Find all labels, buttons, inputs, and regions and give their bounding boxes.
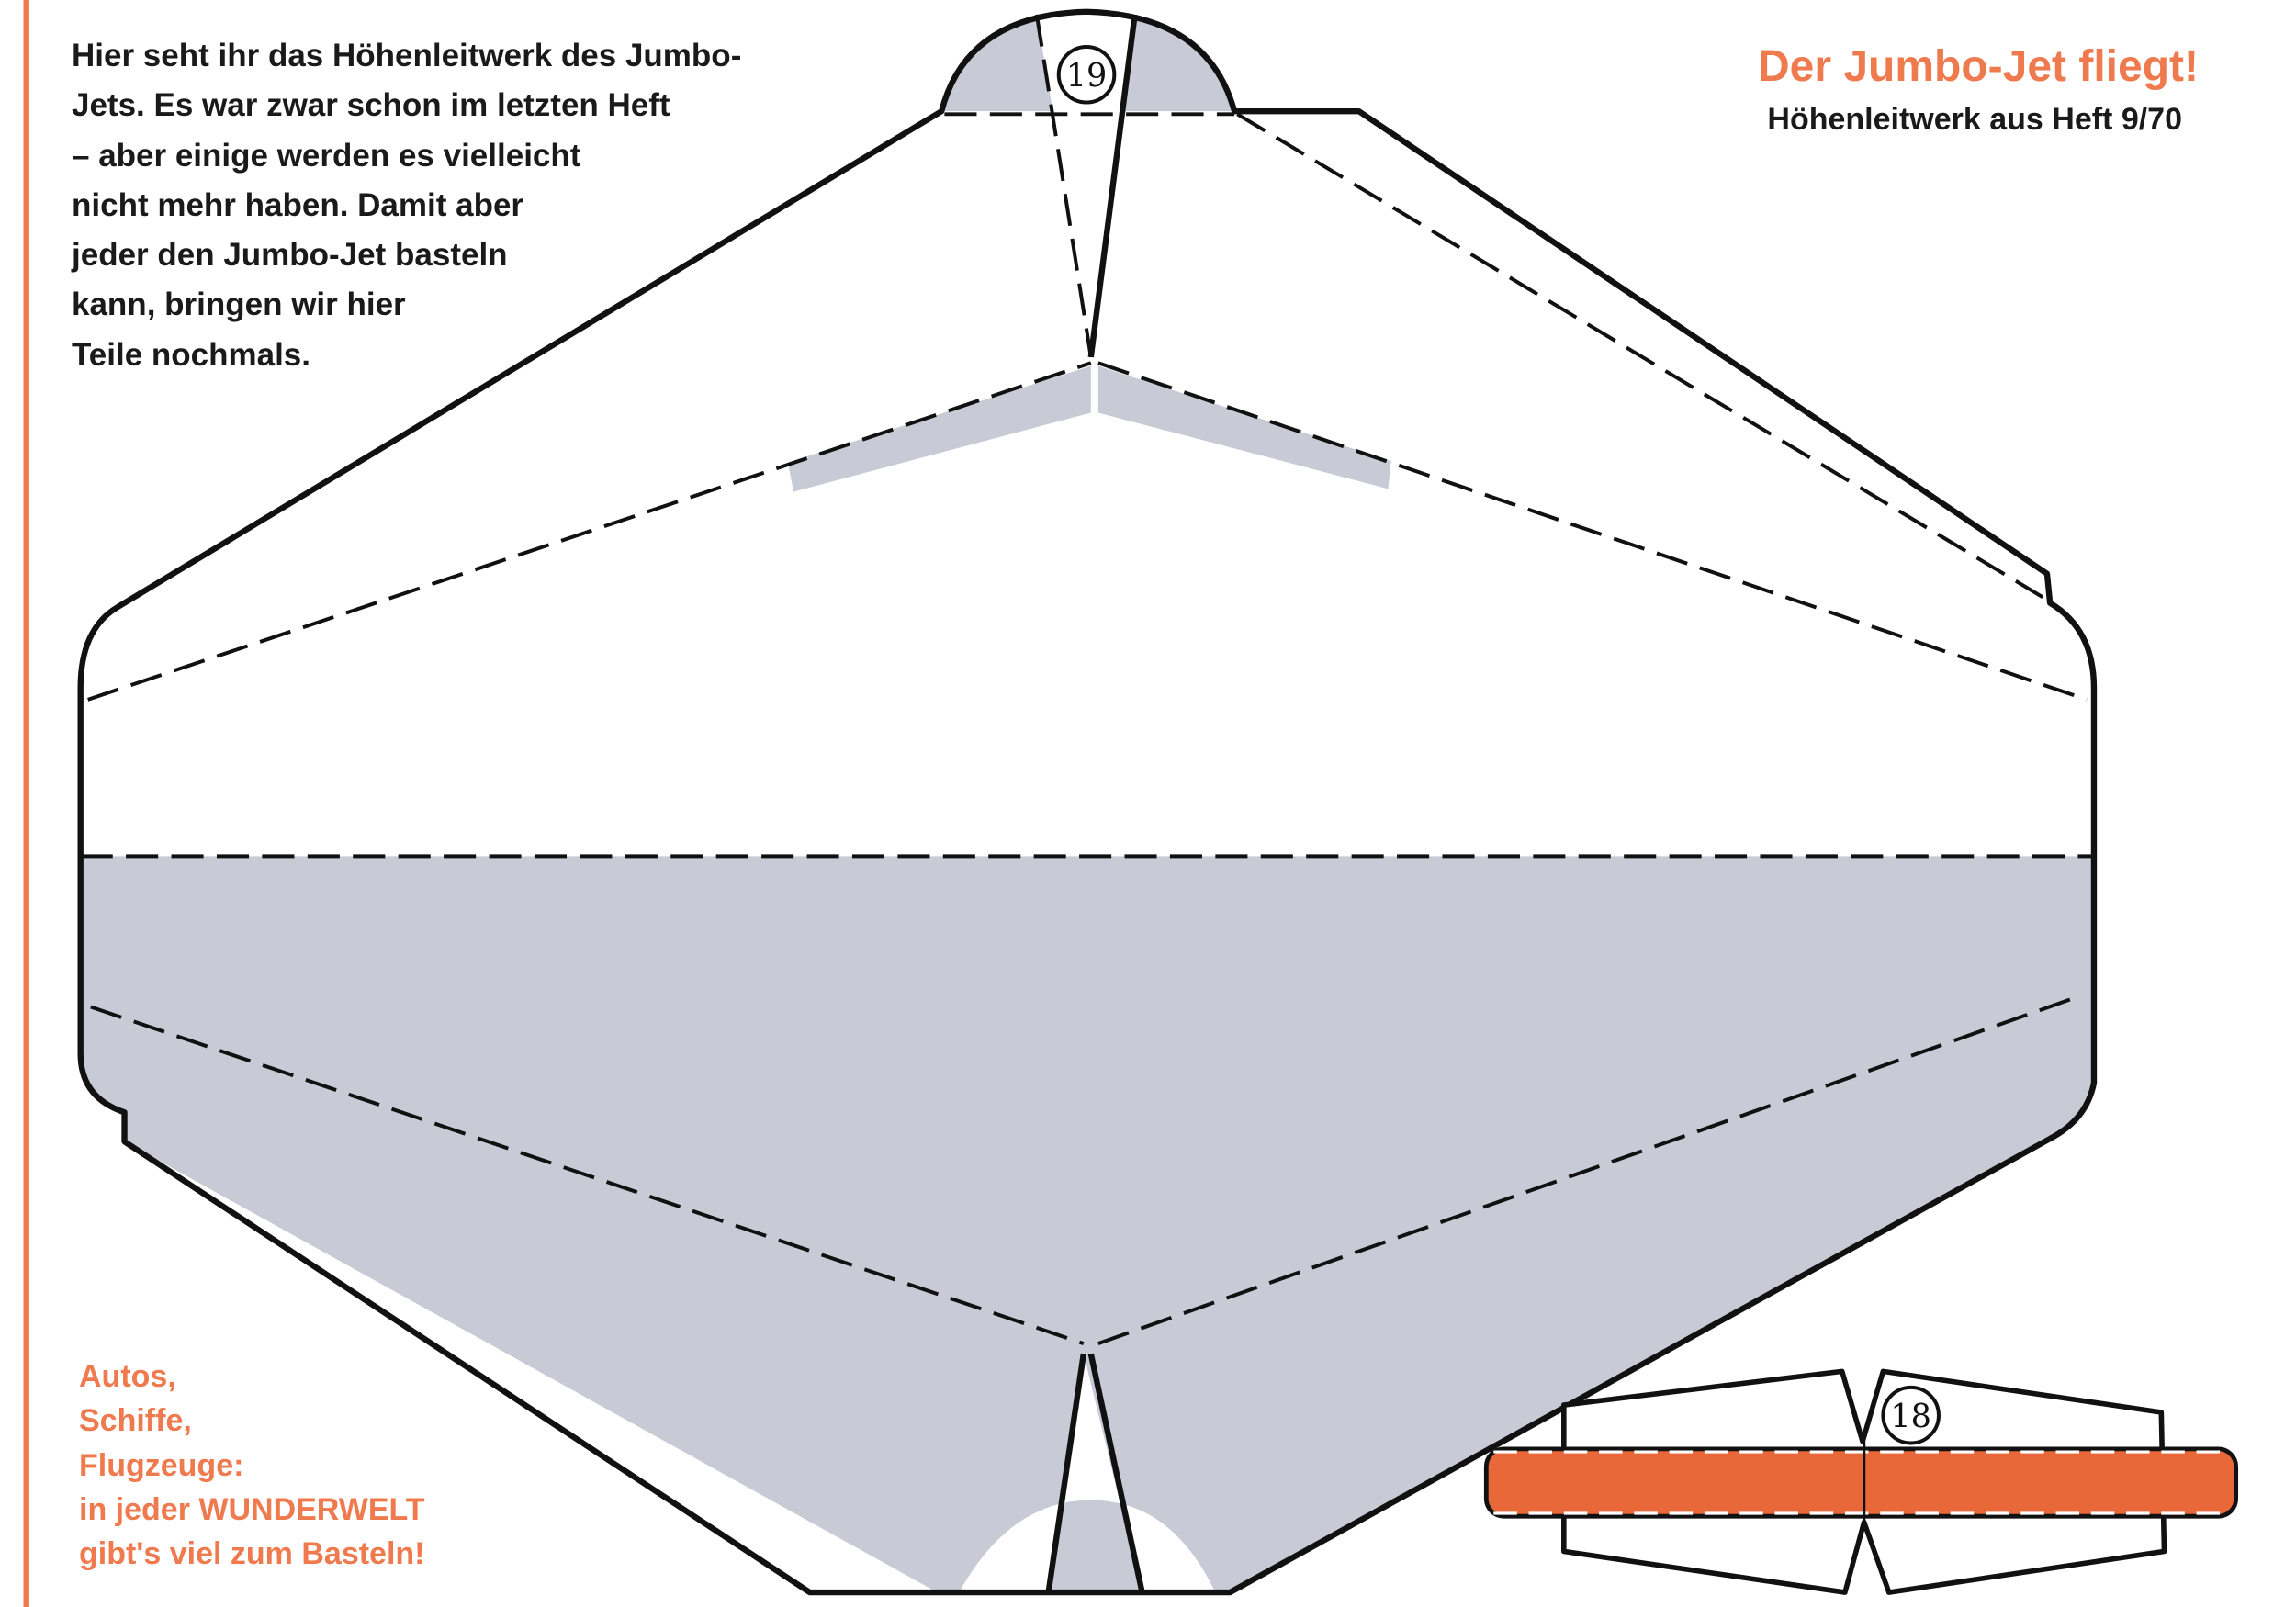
intro-line: jeder den Jumbo-Jet basteln bbox=[72, 237, 508, 273]
fin-center-white bbox=[1036, 14, 1135, 357]
part-number-19: 19 bbox=[1066, 57, 1108, 95]
page-border-left bbox=[23, 0, 29, 1607]
intro-line: kann, bringen wir hier bbox=[72, 287, 406, 323]
gray-lower-area bbox=[80, 856, 2094, 1593]
promo-line: Flugzeuge: bbox=[79, 1447, 244, 1483]
part-number-18: 18 bbox=[1890, 1398, 1931, 1435]
main-outline bbox=[77, 8, 2098, 1596]
fold-line-lower-right bbox=[1097, 993, 2083, 1345]
fold-line-lower-left bbox=[90, 1005, 1085, 1346]
tab-right bbox=[1097, 365, 1391, 489]
intro-line: nicht mehr haben. Damit aber bbox=[72, 186, 524, 223]
tab-left bbox=[787, 365, 1091, 492]
fold-line-upper-left bbox=[87, 361, 1092, 702]
orange-bar bbox=[1483, 1446, 2239, 1519]
page-subtitle: Höhenleitwerk aus Heft 9/70 bbox=[1767, 102, 2182, 137]
intro-line: Hier seht ihr das Höhenleitwerk des Jumb… bbox=[72, 38, 742, 73]
intro-line: Teile nochmals. bbox=[72, 336, 310, 373]
intro-line: Jets. Es war zwar schon im letzten Heft bbox=[72, 87, 670, 124]
promo-line: Schiffe, bbox=[79, 1403, 192, 1439]
tail-cut-white bbox=[959, 1354, 1216, 1593]
page-title: Der Jumbo-Jet fliegt! bbox=[1757, 42, 2199, 91]
fold-line-fin bbox=[1034, 14, 1093, 358]
part-18: 18 bbox=[1483, 1368, 2239, 1595]
promo-line: in jeder WUNDERWELT bbox=[79, 1491, 425, 1527]
intro-line: – aber einige werden es vielleicht bbox=[72, 137, 581, 174]
fold-line-top-right bbox=[1236, 112, 2044, 599]
intro-text: Hier seht ihr das Höhenleitwerk des Jumb… bbox=[72, 31, 741, 380]
promo-line: gibt's viel zum Basteln! bbox=[79, 1536, 425, 1572]
fin-fold-line bbox=[1087, 14, 1138, 358]
tail-cut-line bbox=[1045, 1353, 1145, 1593]
part-number-19-circle bbox=[1056, 45, 1117, 105]
promo-text: Autos, Schiffe, Flugzeuge: in jeder WUND… bbox=[79, 1354, 425, 1576]
promo-line: Autos, bbox=[79, 1359, 176, 1394]
fold-line-upper-right bbox=[1097, 361, 2088, 702]
